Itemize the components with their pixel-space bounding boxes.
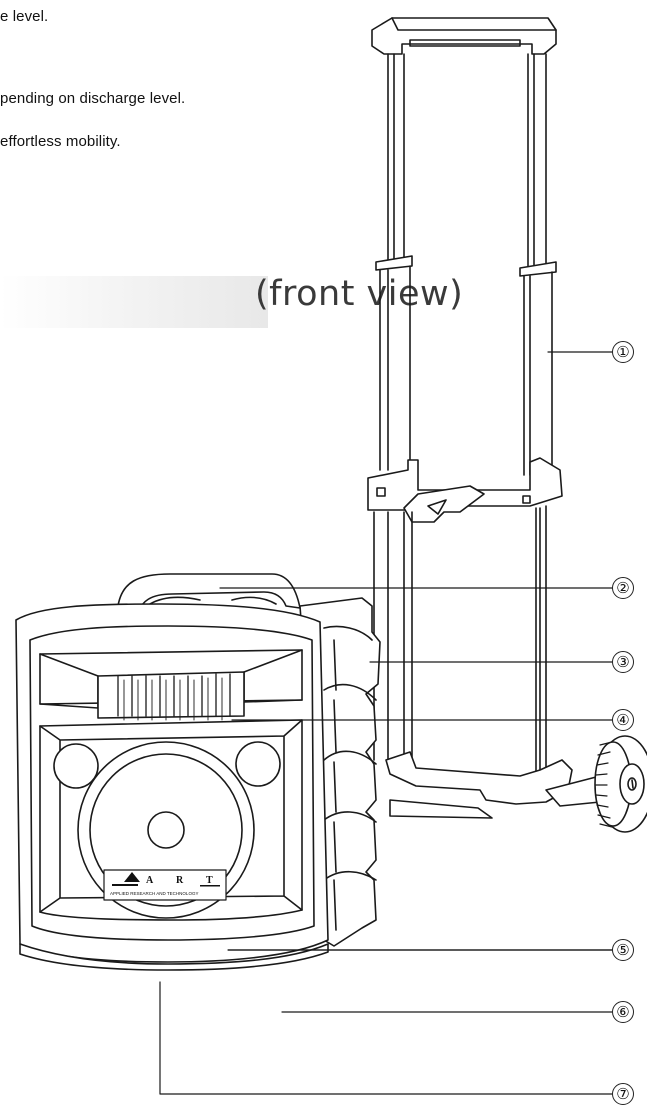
art-logo: A R T APPLIED RESEARCH AND TECHNOLOGY xyxy=(110,872,220,896)
speaker-cabinet xyxy=(15,573,381,971)
logo-letter-t: T xyxy=(206,875,213,886)
callout-6: ⑥ xyxy=(612,1001,634,1023)
logo-subtitle: APPLIED RESEARCH AND TECHNOLOGY xyxy=(110,891,198,896)
body-text-line-2: pending on discharge level. xyxy=(0,90,186,107)
callout-2: ② xyxy=(612,577,634,599)
heading-gradient-bar xyxy=(0,276,268,328)
logo-letter-r: R xyxy=(176,875,184,886)
callout-3: ③ xyxy=(612,651,634,673)
body-text-line-1: e level. xyxy=(0,8,49,25)
callout-1: ① xyxy=(612,341,634,363)
section-heading: (front view) xyxy=(255,274,464,314)
trolley-handle xyxy=(367,17,601,819)
body-text-line-3: effortless mobility. xyxy=(0,133,121,150)
callout-7: ⑦ xyxy=(612,1083,634,1105)
callout-5: ⑤ xyxy=(612,939,634,961)
logo-letter-a: A xyxy=(146,875,154,886)
callout-4: ④ xyxy=(612,709,634,731)
trolley-wheel xyxy=(594,735,647,833)
